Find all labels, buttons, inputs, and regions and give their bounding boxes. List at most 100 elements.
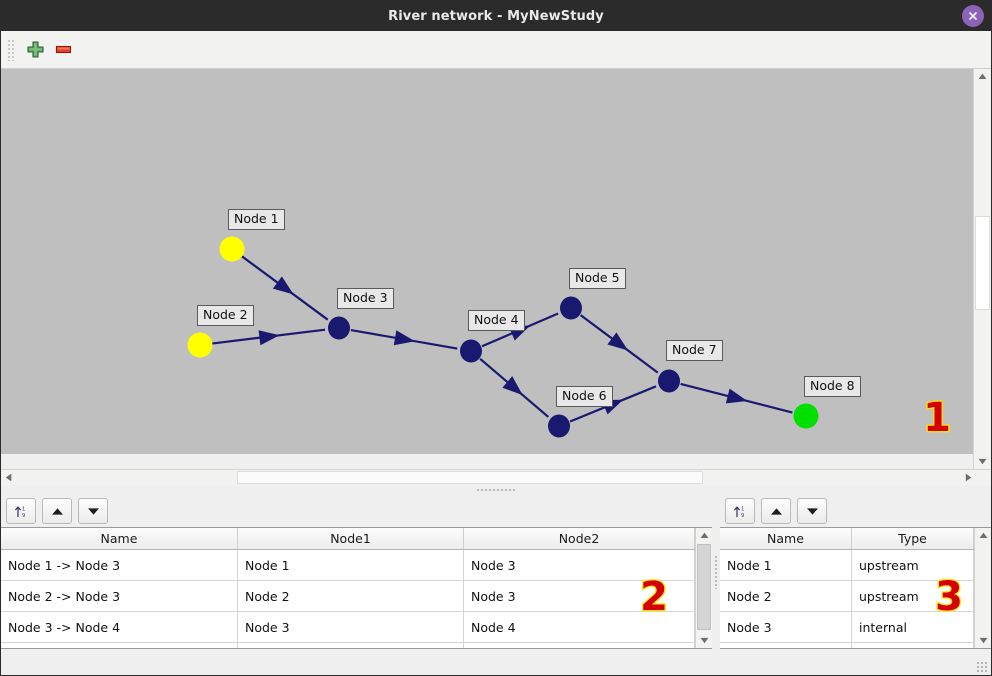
graph-edge-arrowhead (607, 332, 629, 351)
table-cell[interactable]: Node 2 (720, 581, 852, 611)
column-header[interactable]: Name (720, 528, 852, 549)
graph-edge-arrowhead (725, 388, 748, 404)
graph-node-label[interactable]: Node 4 (468, 310, 525, 331)
graph-node[interactable] (219, 236, 245, 262)
nodes-scroll-down-arrow-icon[interactable] (975, 633, 991, 648)
arrow-down-icon[interactable] (797, 498, 827, 524)
table-cell[interactable]: Node 1 (720, 550, 852, 580)
table-cell[interactable]: Node 3 (464, 581, 695, 611)
sort-ascending-icon[interactable]: 1 9 (725, 498, 755, 524)
svg-text:9: 9 (22, 513, 25, 519)
close-icon[interactable] (962, 5, 984, 27)
remove-minus-icon[interactable] (49, 37, 77, 63)
table-cell[interactable]: Node 3 (720, 612, 852, 642)
pane-divider-grip (714, 555, 718, 589)
graph-node[interactable] (460, 339, 482, 363)
title-bar: River network - MyNewStudy (1, 1, 991, 31)
add-plus-icon[interactable] (21, 37, 49, 63)
graph-node-label[interactable]: Node 2 (197, 305, 254, 326)
scroll-down-arrow-icon[interactable] (974, 454, 991, 469)
table-cell[interactable]: Node 2 (238, 581, 464, 611)
arrow-up-icon[interactable] (761, 498, 791, 524)
graph-node-label[interactable]: Node 3 (337, 288, 394, 309)
table-cell[interactable]: Node 3 -> Node 4 (1, 612, 238, 642)
table-cell[interactable]: Node 2 -> Node 3 (1, 581, 238, 611)
window-title: River network - MyNewStudy (388, 8, 604, 24)
graph-horizontal-scrollbar[interactable] (1, 469, 991, 485)
table-cell[interactable]: Node 3 (238, 612, 464, 642)
graph-vertical-scrollbar[interactable] (973, 69, 991, 469)
table-cell[interactable]: Node 4 (464, 612, 695, 642)
graph-node-label[interactable]: Node 7 (666, 340, 723, 361)
table-cell[interactable]: internal (852, 643, 974, 648)
table-cell[interactable]: Node 1 (238, 550, 464, 580)
reaches-scroll-thumb[interactable] (697, 544, 711, 630)
graph-edge-arrowhead (393, 330, 415, 346)
graph-edges (211, 255, 793, 423)
graph-node[interactable] (560, 296, 582, 320)
graph-node-label[interactable]: Node 1 (228, 209, 285, 230)
annotation-marker-2: 2 (639, 574, 669, 620)
annotation-marker-3: 3 (934, 574, 964, 620)
svg-text:9: 9 (741, 513, 744, 519)
column-header[interactable]: Node1 (238, 528, 464, 549)
table-row[interactable]: Node 4internal (720, 643, 974, 648)
scroll-left-arrow-icon[interactable] (1, 470, 16, 485)
graph-node[interactable] (548, 414, 570, 438)
reaches-scroll-up-arrow-icon[interactable] (696, 528, 712, 543)
table-cell[interactable]: Node 5 (464, 643, 695, 648)
svg-text:1: 1 (741, 506, 744, 512)
pane-divider[interactable] (712, 495, 720, 649)
table-cell[interactable]: upstream (852, 550, 974, 580)
column-header[interactable]: Name (1, 528, 238, 549)
column-header[interactable]: Node2 (464, 528, 695, 549)
graph-node-label[interactable]: Node 8 (804, 376, 861, 397)
table-cell[interactable]: Node 3 (464, 550, 695, 580)
graph-vscroll-thumb[interactable] (975, 216, 990, 310)
sort-ascending-icon[interactable]: 1 9 (6, 498, 36, 524)
reaches-scroll-down-arrow-icon[interactable] (696, 633, 712, 648)
river-network-canvas[interactable]: Node 1 Node 2 Node 3 Node 4 Node 5 Node 6 Node… (1, 69, 973, 454)
scroll-right-arrow-icon[interactable] (961, 470, 976, 485)
graph-node[interactable] (658, 369, 680, 393)
table-cell[interactable]: Node 4 (238, 643, 464, 648)
graph-node[interactable] (328, 316, 350, 340)
graph-node-label[interactable]: Node 5 (569, 268, 626, 289)
graph-view-container: Node 1 Node 2 Node 3 Node 4 Node 5 Node 6 Node… (1, 69, 991, 469)
scroll-up-arrow-icon[interactable] (974, 69, 991, 84)
table-cell[interactable]: Node 1 -> Node 3 (1, 550, 238, 580)
arrow-down-icon[interactable] (78, 498, 108, 524)
nodes-table-scrollbar[interactable] (974, 528, 991, 648)
graph-edge-arrowhead (272, 276, 294, 295)
reaches-table-scrollbar[interactable] (695, 528, 712, 648)
graph-node[interactable] (187, 332, 213, 358)
table-cell[interactable]: upstream (852, 581, 974, 611)
toolbar-drag-handle[interactable] (7, 38, 14, 61)
graph-node[interactable] (793, 403, 819, 429)
table-cell[interactable]: Node 4 -> Node 5 (1, 643, 238, 648)
table-cell[interactable]: internal (852, 612, 974, 642)
status-bar (1, 649, 991, 675)
arrow-up-icon[interactable] (42, 498, 72, 524)
window-resize-grip[interactable] (976, 661, 988, 673)
table-cell[interactable]: Node 4 (720, 643, 852, 648)
column-header[interactable]: Type (852, 528, 974, 549)
nodes-scroll-up-arrow-icon[interactable] (975, 528, 991, 543)
graph-node-label[interactable]: Node 6 (556, 386, 613, 407)
graph-hscroll-thumb[interactable] (237, 471, 703, 484)
panel-splitter[interactable] (1, 485, 991, 495)
